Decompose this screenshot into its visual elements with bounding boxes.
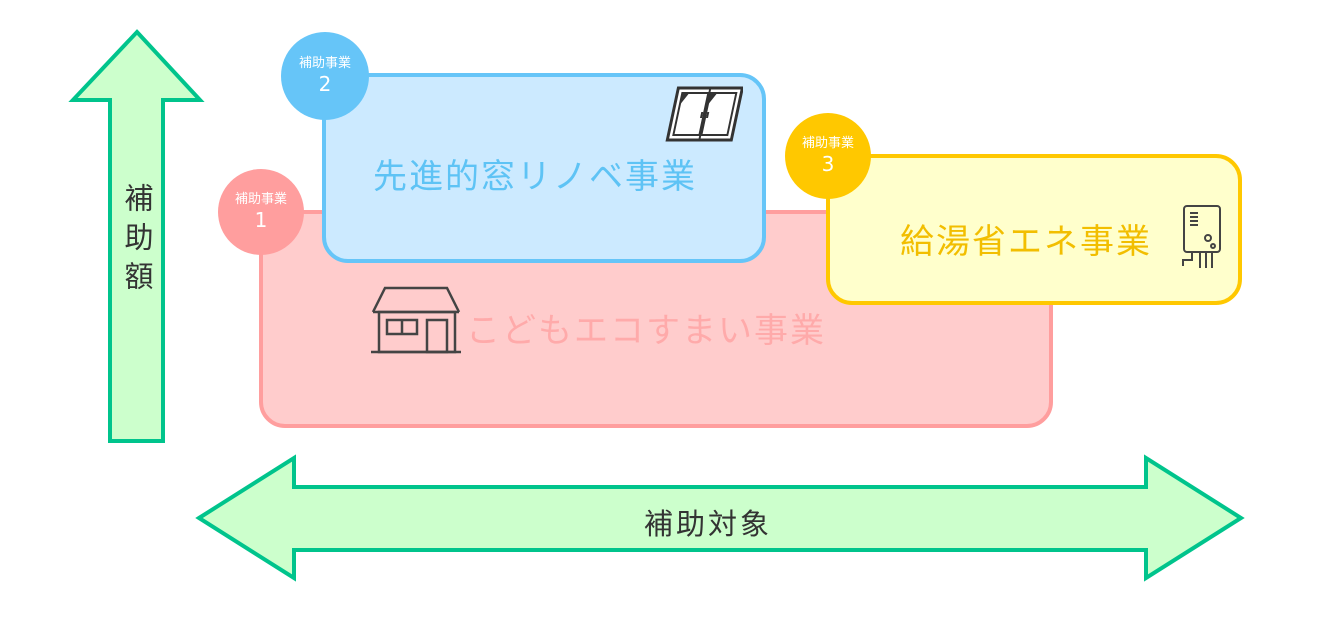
badge-number: 1	[254, 208, 268, 232]
horizontal-axis-label: 補助対象	[644, 507, 773, 541]
program-2-badge: 補助事業 2	[281, 32, 369, 120]
badge-number: 2	[318, 72, 332, 96]
program-1-badge: 補助事業 1	[218, 169, 304, 255]
program-3-badge: 補助事業 3	[785, 113, 871, 199]
window-icon	[665, 86, 743, 142]
badge-label: 補助事業	[298, 56, 351, 71]
badge-label: 補助事業	[801, 136, 854, 151]
program-3-box	[826, 154, 1242, 305]
program-1-title: こどもエコすまい事業	[466, 311, 826, 351]
badge-label: 補助事業	[234, 192, 287, 207]
house-icon	[371, 286, 461, 354]
program-2-title: 先進的窓リノベ事業	[373, 157, 697, 197]
vertical-axis-label: 補助額	[120, 183, 154, 300]
program-3-title: 給湯省エネ事業	[900, 222, 1152, 262]
badge-number: 3	[821, 152, 835, 176]
water-heater-icon	[1182, 205, 1221, 268]
